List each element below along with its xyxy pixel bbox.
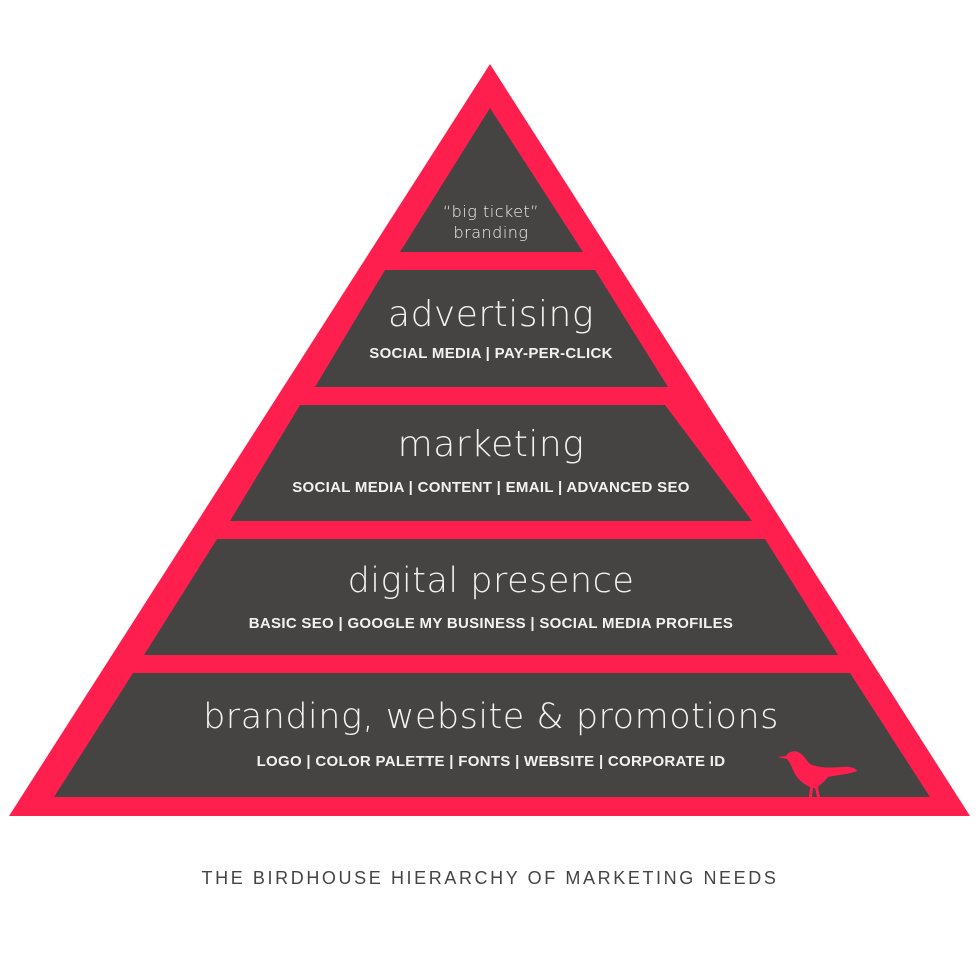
tier-big-ticket-branding: “big ticket” branding <box>400 108 583 252</box>
tier-subtitle: SOCIAL MEDIA | PAY-PER-CLICK <box>369 345 612 362</box>
tier-band <box>54 673 930 797</box>
tier-title: digital presence <box>348 561 635 601</box>
tier-band <box>230 405 752 521</box>
tier-title-line2: branding <box>453 223 528 242</box>
tier-subtitle: LOGO | COLOR PALETTE | FONTS | WEBSITE |… <box>257 753 726 770</box>
tier-title-line1: “big ticket” <box>443 202 539 221</box>
tier-subtitle: BASIC SEO | GOOGLE MY BUSINESS | SOCIAL … <box>249 615 733 632</box>
tier-subtitle: SOCIAL MEDIA | CONTENT | EMAIL | ADVANCE… <box>292 479 690 496</box>
tier-marketing: marketing SOCIAL MEDIA | CONTENT | EMAIL… <box>230 405 752 521</box>
tier-band <box>144 539 838 655</box>
diagram-caption: THE BIRDHOUSE HIERARCHY OF MARKETING NEE… <box>201 868 779 888</box>
tier-branding-website-promotions: branding, website & promotions LOGO | CO… <box>54 673 930 797</box>
tier-title: branding, website & promotions <box>203 697 779 737</box>
tier-title: advertising <box>388 294 594 335</box>
tier-band <box>400 108 583 252</box>
tier-digital-presence: digital presence BASIC SEO | GOOGLE MY B… <box>144 539 838 655</box>
tier-title: marketing <box>398 424 585 465</box>
tier-band <box>315 270 668 387</box>
tier-advertising: advertising SOCIAL MEDIA | PAY-PER-CLICK <box>315 270 668 387</box>
bird-icon <box>777 751 857 797</box>
